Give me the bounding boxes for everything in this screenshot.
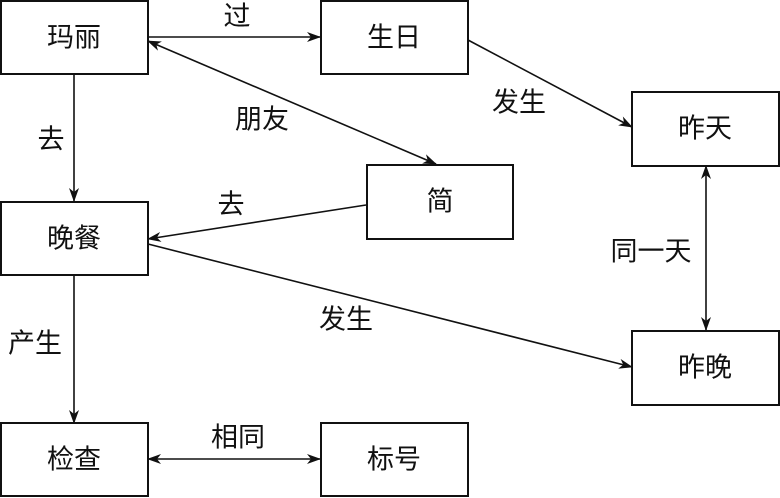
node-box-last-night bbox=[631, 330, 780, 406]
edge-jane-dinner bbox=[147, 204, 367, 242]
edge-label-mary-jane: 朋友 bbox=[235, 105, 289, 136]
edge-label-mary-dinner: 去 bbox=[38, 125, 65, 156]
node-box-label-no bbox=[320, 422, 469, 497]
node-dinner: 晚餐 bbox=[47, 224, 101, 255]
node-mary: 玛丽 bbox=[47, 23, 101, 54]
node-label-no: 标号 bbox=[367, 445, 421, 476]
edge-mary-jane bbox=[147, 40, 437, 165]
node-last-night: 昨晚 bbox=[678, 353, 732, 384]
edge-label-birthday-yesterday: 发生 bbox=[492, 88, 546, 119]
node-box-yesterday bbox=[631, 91, 780, 167]
node-yesterday: 昨天 bbox=[678, 114, 732, 145]
node-jane: 简 bbox=[427, 187, 454, 218]
node-check: 检查 bbox=[47, 445, 101, 476]
node-box-mary bbox=[0, 0, 149, 75]
node-box-birthday bbox=[320, 0, 469, 75]
edge-label-dinner-last-night: 发生 bbox=[319, 305, 373, 336]
edge-label-dinner-check: 产生 bbox=[8, 329, 62, 360]
node-birthday: 生日 bbox=[367, 23, 421, 54]
edge-label-yesterday-last-night: 同一天 bbox=[611, 237, 692, 268]
edge-dinner-last-night bbox=[147, 243, 633, 369]
edge-label-check-label-no: 相同 bbox=[211, 423, 265, 454]
node-box-jane bbox=[366, 164, 514, 240]
node-box-dinner bbox=[0, 201, 149, 276]
edge-birthday-yesterday bbox=[467, 39, 633, 128]
node-box-check bbox=[0, 422, 149, 497]
edge-label-mary-birthday: 过 bbox=[224, 2, 251, 33]
edge-label-jane-dinner: 去 bbox=[218, 190, 245, 221]
